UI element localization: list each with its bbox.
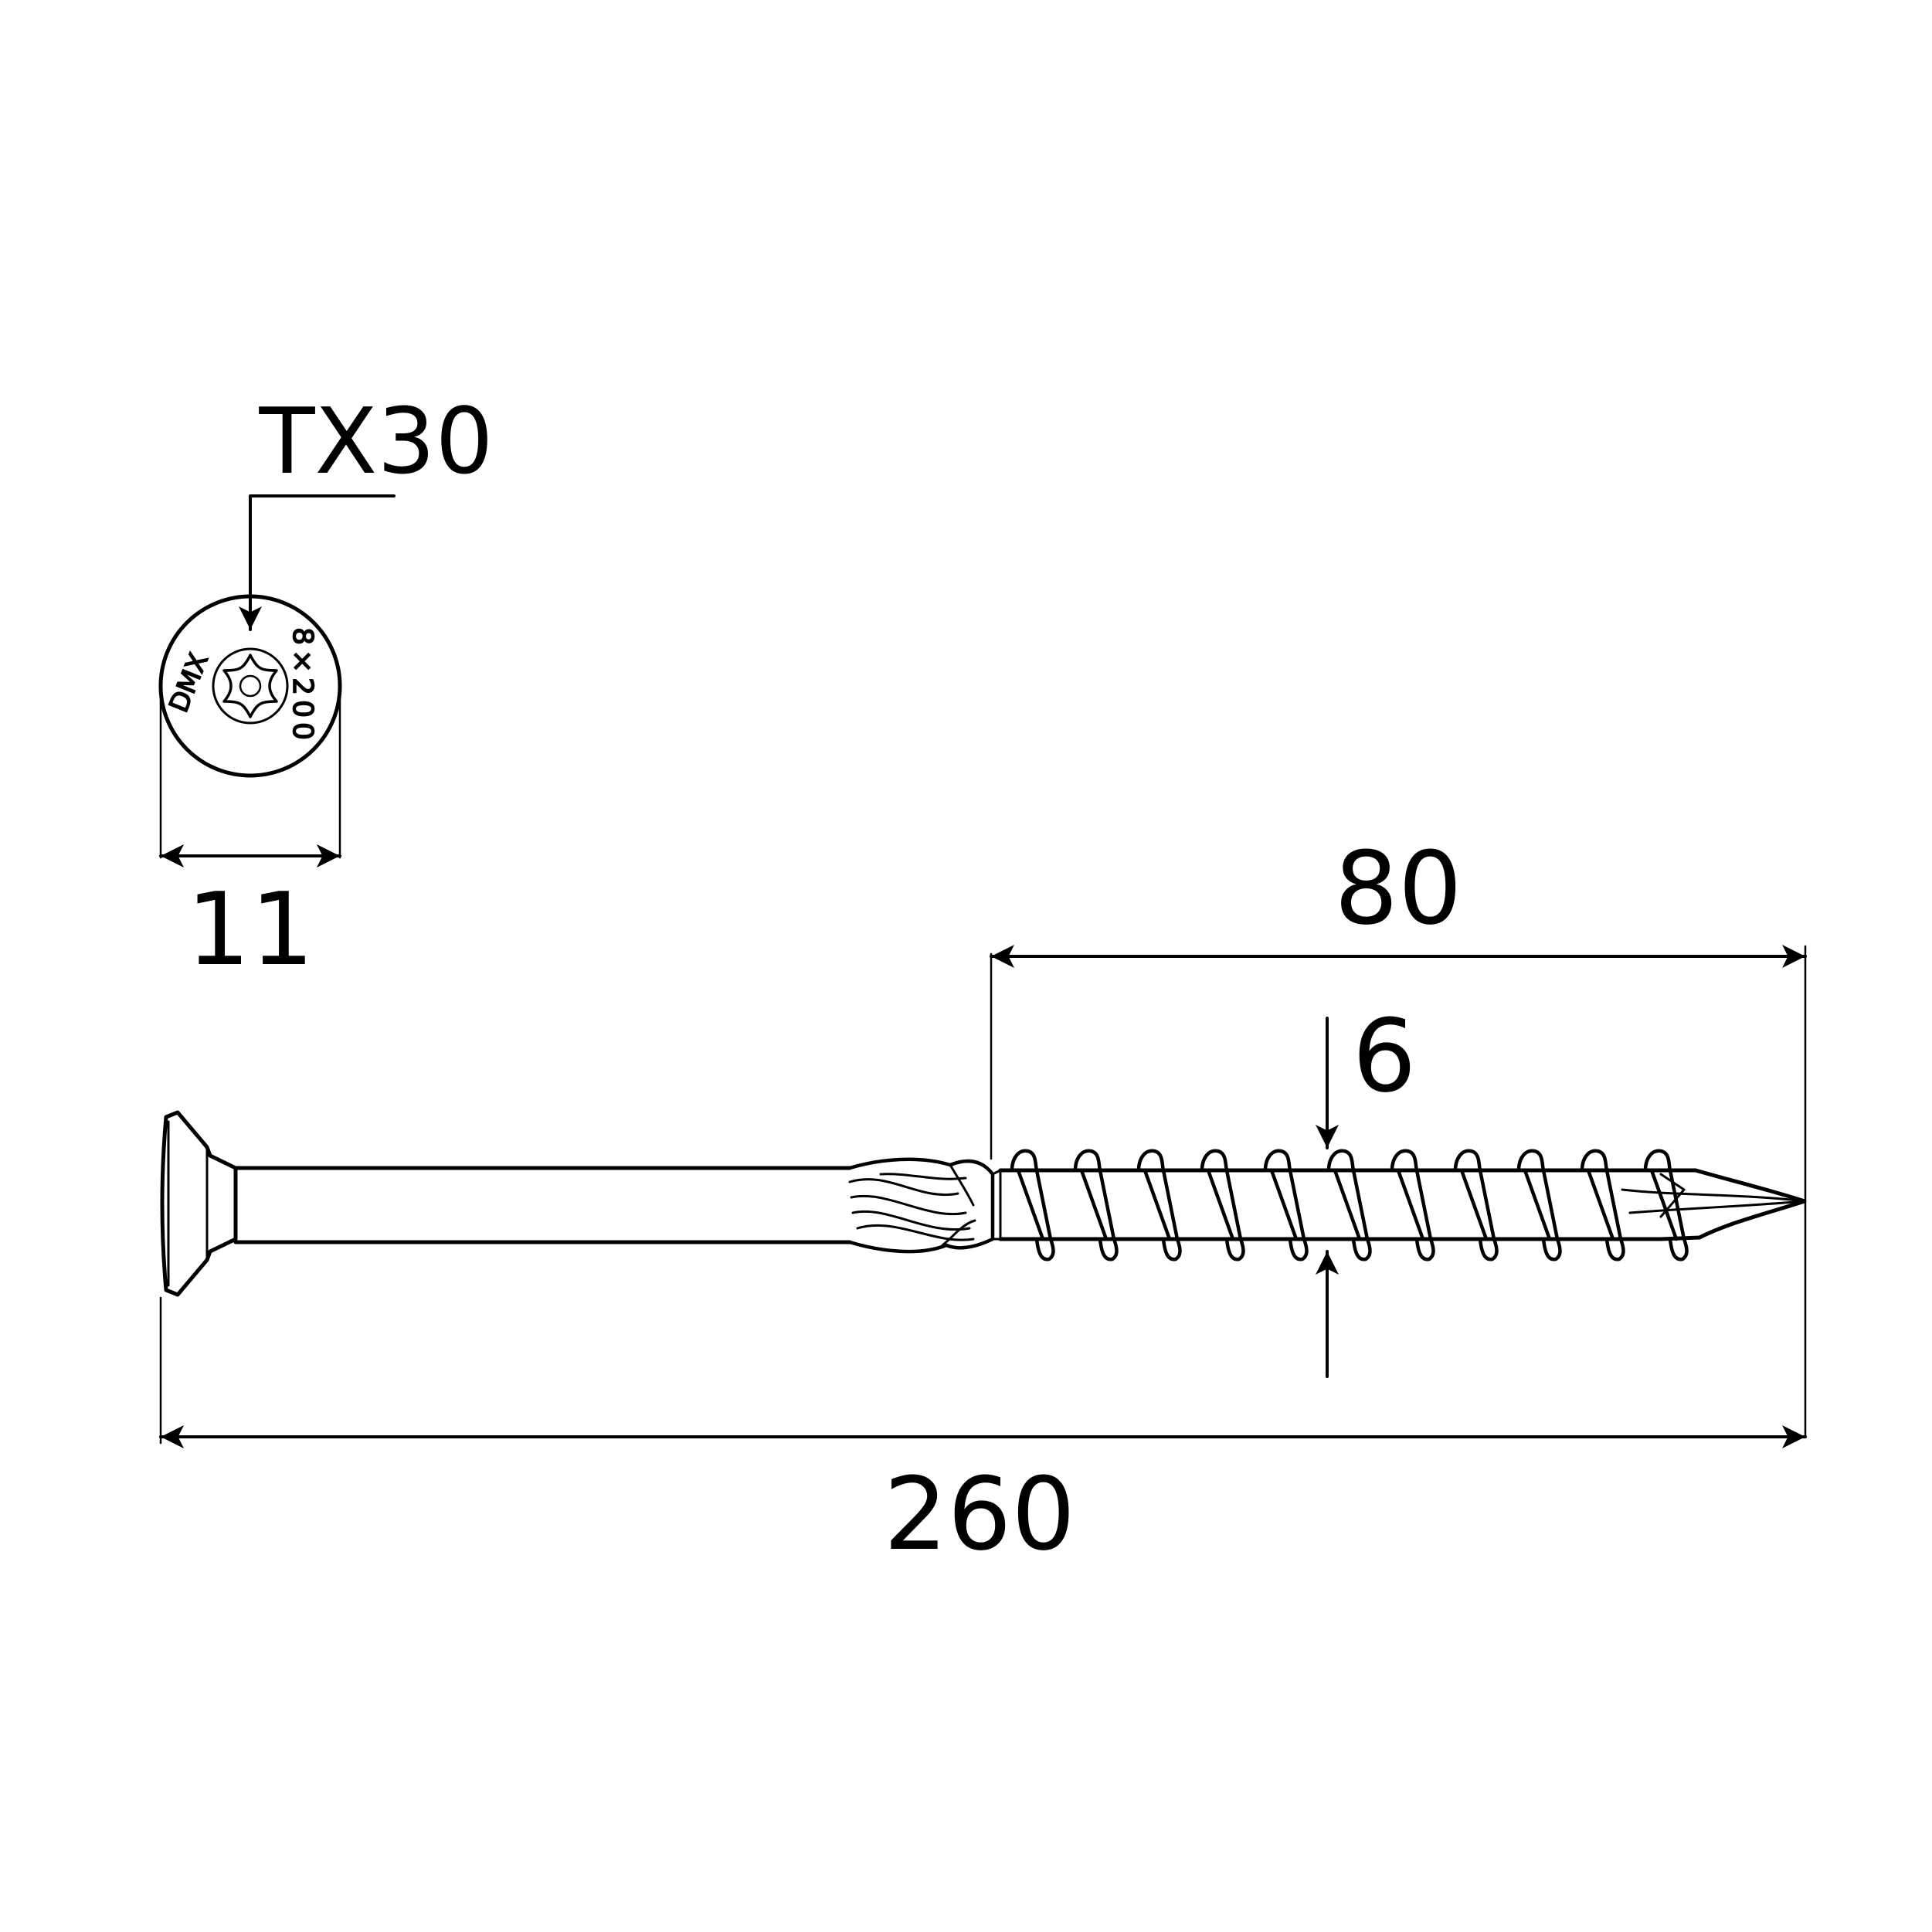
- head-size-marking: 8×200: [287, 627, 318, 745]
- dimension-total-length: 260: [159, 1296, 1807, 1573]
- thread-crest: [1580, 1149, 1625, 1261]
- screw-head-profile: [160, 1110, 238, 1297]
- thread-crest: [1073, 1149, 1119, 1261]
- thread-crest: [1200, 1149, 1245, 1261]
- screw-side-view: [160, 1110, 1807, 1297]
- dimension-thread-length: 80: [990, 830, 1807, 1438]
- head-brand-marking: DMX: [163, 649, 215, 717]
- thread-crest: [1453, 1149, 1499, 1261]
- head-diameter-label: 11: [186, 871, 314, 988]
- thread-crest: [1326, 1149, 1372, 1261]
- tx30-leader-line: [239, 494, 396, 631]
- thread-crest: [1136, 1149, 1182, 1261]
- screw-head-top-view: DMX 8×200 TX30 11: [158, 388, 494, 988]
- thread-crests: [1010, 1149, 1689, 1261]
- drive-label: TX30: [258, 388, 493, 494]
- thread-length-label: 80: [1334, 830, 1462, 947]
- thread-crest: [1263, 1149, 1309, 1261]
- thread-crest: [1010, 1149, 1055, 1261]
- dimension-thread-diameter: 6: [1316, 997, 1417, 1378]
- thread-crest: [1643, 1149, 1689, 1261]
- total-length-label: 260: [884, 1455, 1075, 1573]
- thread-diameter-label: 6: [1353, 997, 1417, 1115]
- torx-recess-icon: [212, 647, 289, 725]
- milling-section: [847, 1157, 1002, 1254]
- thread-crest: [1390, 1149, 1435, 1261]
- thread-crest: [1516, 1149, 1562, 1261]
